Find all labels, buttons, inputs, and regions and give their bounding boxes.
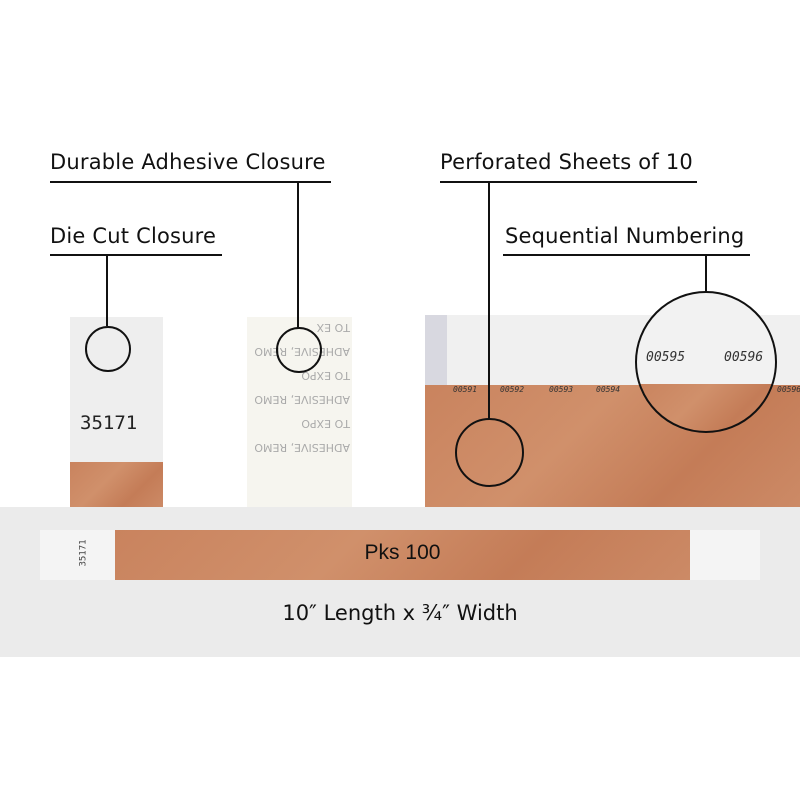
diecut-band-color [70,462,163,507]
callout-perforated-underline [440,181,697,183]
callout-sequential-label: Sequential Numbering [505,224,745,248]
wristband-color: Pks 100 [115,530,690,580]
callout-diecut-label: Die Cut Closure [50,224,217,248]
adhesive-callout-circle [276,327,322,373]
full-wristband: 35171 Pks 100 [40,530,760,580]
stack-number: 00591 [453,385,478,394]
liner-text: ADHESIVE, REMO [254,393,350,406]
diecut-band-number: 35171 [80,412,138,434]
wristband-label: Pks 100 [364,541,441,564]
sequential-callout-circle [635,291,777,433]
callout-adhesive-underline [50,181,331,183]
callout-adhesive-label: Durable Adhesive Closure [50,150,326,174]
dimension-panel: 35171 Pks 100 10″ Length x ¾″ Width [0,507,800,657]
stack-number: 00594 [596,385,621,394]
callout-perforated-label: Perforated Sheets of 10 [440,150,693,174]
stack-number: 00592 [500,385,525,394]
callout-diecut-underline [50,254,222,256]
perforated-callout-circle [455,418,524,487]
dimensions-text: 10″ Length x ¾″ Width [282,601,518,625]
stack-number: 00596 [777,385,800,394]
wristband-number: 35171 [78,539,89,567]
diecut-callout-circle [85,326,131,372]
callout-perforated-line [488,182,490,419]
callout-adhesive-line [297,182,299,328]
liner-text: TO EXPO [301,417,350,430]
liner-text: ADHESIVE, REMO [254,441,350,454]
callout-sequential-underline [503,254,750,256]
callout-sequential-line [705,255,707,292]
callout-diecut-line [106,255,108,326]
stack-number: 00593 [549,385,574,394]
